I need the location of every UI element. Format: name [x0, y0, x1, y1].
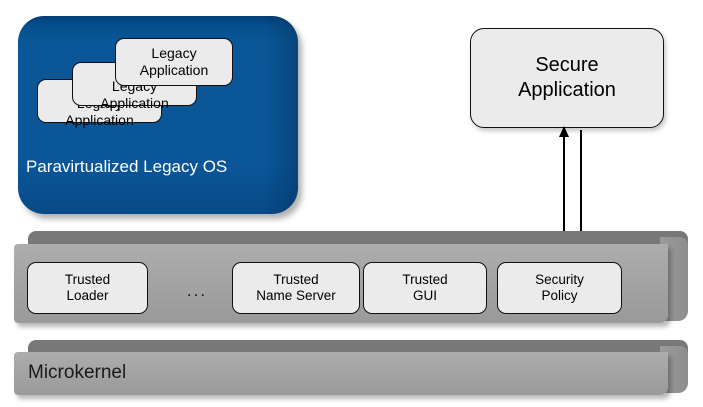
services-ellipsis: ... [186, 281, 208, 300]
microkernel-label: Microkernel [28, 362, 127, 383]
microkernel-slab [14, 340, 688, 398]
paravirtualized-legacy-os-label: Paravirtualized Legacy OS [26, 157, 228, 176]
